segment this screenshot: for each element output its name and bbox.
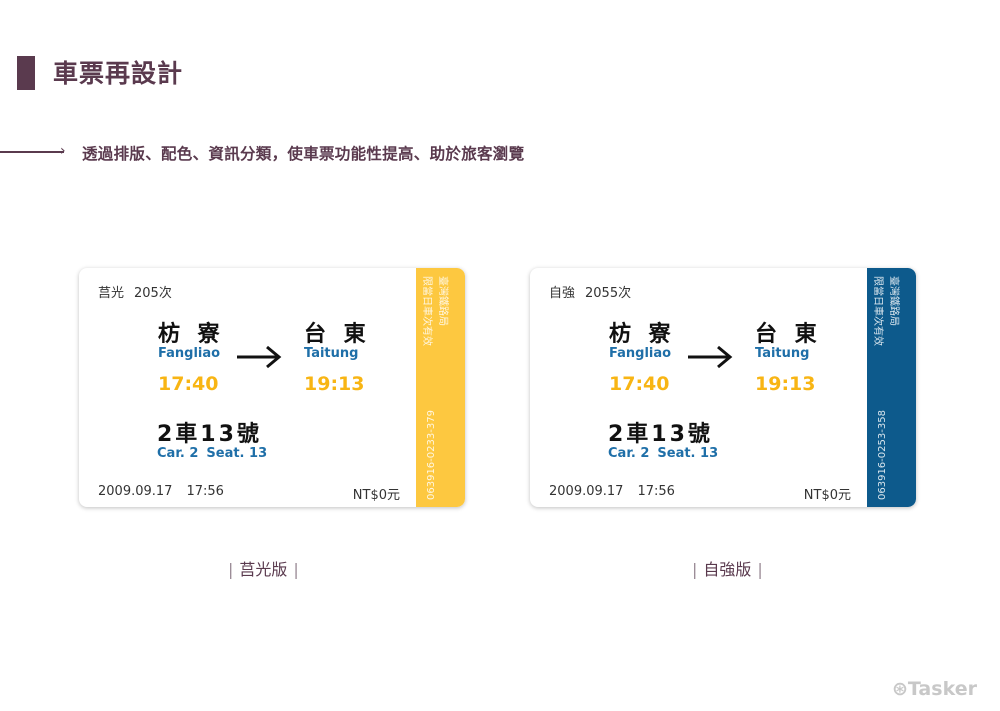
departure-time: 17:40: [609, 373, 670, 395]
caption-separator: |: [228, 560, 234, 579]
seat-zh: 2車13號: [157, 422, 262, 447]
caption-chukuang: | 莒光版 |: [222, 556, 305, 580]
subtitle-line: [0, 151, 64, 153]
departure-station: 枋 寮 Fangliao 17:40: [158, 316, 225, 395]
tasker-logo: ⊛Tasker: [892, 678, 977, 700]
ticket-tzechiang: 自強 2055次 枋 寮 Fangliao 17:40 台 東 Taitung 1…: [530, 268, 916, 507]
train-class: 自強: [549, 286, 576, 301]
to-station-en: Taitung: [755, 346, 810, 361]
title-accent-bar: [17, 56, 35, 90]
to-station-zh: 台 東: [755, 322, 822, 347]
from-station-zh: 枋 寮: [609, 322, 676, 347]
ticket-side-strip: 限當日車次有效 臺灣鐵路局 063916-0253-358: [867, 268, 916, 507]
from-station-zh: 枋 寮: [158, 322, 225, 347]
strip-code: 063916-0233-379: [426, 410, 437, 500]
seat-en: Car. 2 Seat. 13: [157, 446, 275, 461]
arrow-right-icon: ›: [60, 143, 66, 159]
seat-info: 2車13號 Car. 2 Seat. 13: [157, 416, 275, 461]
issue-time: 17:56: [186, 484, 224, 499]
ticket-price: NT$0元: [803, 488, 851, 503]
issue-date: 2009.09.17: [549, 484, 624, 499]
issue-datetime: 2009.09.17 17:56: [98, 484, 238, 499]
train-number: 2055次: [585, 286, 632, 301]
logo-text: Tasker: [907, 678, 977, 700]
seat-number-en: Seat. 13: [657, 446, 719, 461]
seat-number-en: Seat. 13: [206, 446, 268, 461]
to-station-zh: 台 東: [304, 322, 371, 347]
issue-date: 2009.09.17: [98, 484, 173, 499]
arrival-station: 台 東 Taitung 19:13: [304, 316, 371, 395]
to-station-en: Taitung: [304, 346, 359, 361]
strip-note: 限當日車次有效: [872, 276, 883, 346]
from-station-en: Fangliao: [609, 346, 672, 361]
strip-org: 臺灣鐵路局: [437, 276, 448, 326]
strip-code: 063916-0253-358: [877, 410, 888, 500]
caption-label: 自強版: [703, 560, 752, 579]
train-info: 自強 2055次: [549, 282, 641, 301]
strip-org: 臺灣鐵路局: [888, 276, 899, 326]
seat-info: 2車13號 Car. 2 Seat. 13: [608, 416, 726, 461]
seat-zh: 2車13號: [608, 422, 713, 447]
ticket-price: NT$0元: [352, 488, 400, 503]
strip-note: 限當日車次有效: [421, 276, 432, 346]
arrival-time: 19:13: [304, 373, 365, 395]
caption-separator: |: [757, 560, 763, 579]
train-info: 莒光 205次: [98, 282, 182, 301]
page-title: 車票再設計: [53, 59, 184, 88]
car-en: Car. 2: [608, 446, 650, 461]
ticket-side-strip: 限當日車次有效 臺灣鐵路局 063916-0233-379: [416, 268, 465, 507]
caption-separator: |: [692, 560, 698, 579]
train-class: 莒光: [98, 286, 125, 301]
arrow-right-icon: [688, 345, 733, 369]
caption-label: 莒光版: [239, 560, 288, 579]
from-station-en: Fangliao: [158, 346, 221, 361]
page-subtitle: 透過排版、配色、資訊分類，使車票功能性提高、助於旅客瀏覽: [82, 145, 525, 163]
train-number: 205次: [134, 286, 172, 301]
car-en: Car. 2: [157, 446, 199, 461]
arrow-right-icon: [237, 345, 282, 369]
issue-datetime: 2009.09.17 17:56: [549, 484, 689, 499]
departure-time: 17:40: [158, 373, 219, 395]
departure-station: 枋 寮 Fangliao 17:40: [609, 316, 676, 395]
arrival-station: 台 東 Taitung 19:13: [755, 316, 822, 395]
caption-tzechiang: | 自強版 |: [686, 556, 769, 580]
arrival-time: 19:13: [755, 373, 816, 395]
ticket-chukuang: 莒光 205次 枋 寮 Fangliao 17:40 台 東 Taitung 19…: [79, 268, 465, 507]
tasker-logo-icon: ⊛: [892, 678, 908, 700]
seat-en: Car. 2 Seat. 13: [608, 446, 726, 461]
issue-time: 17:56: [637, 484, 675, 499]
caption-separator: |: [293, 560, 299, 579]
